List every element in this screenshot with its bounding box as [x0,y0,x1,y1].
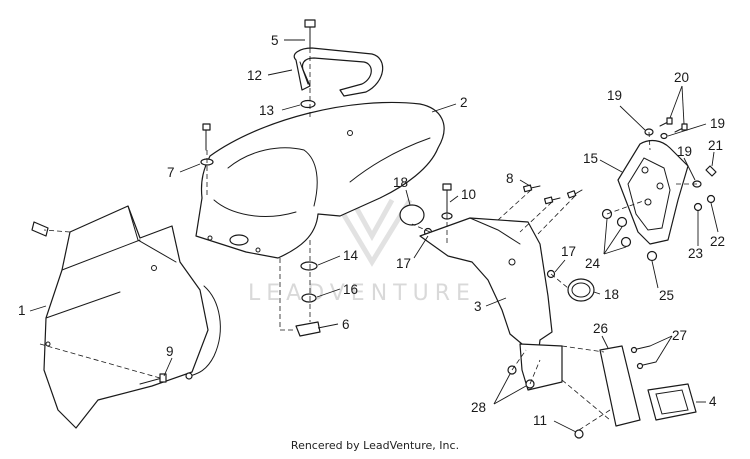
callout-25: 25 [659,288,674,303]
part-12-grab-handle [293,47,384,97]
part-6-clip [295,321,321,337]
part-4-reflector [647,383,697,421]
callout-8: 8 [506,171,514,186]
part-3-license-bracket [419,217,563,391]
part-15-light-housing [617,139,689,245]
part-19-washer-mid [660,132,668,140]
callout-24: 24 [585,256,601,271]
callout-28: 28 [471,400,486,415]
callout-12: 12 [247,68,262,83]
callout-6: 6 [342,317,350,332]
part-22-screw [706,194,716,204]
callout-21: 21 [708,138,723,153]
part-20-screws [659,117,688,133]
part-27-screws [630,345,657,370]
callout-2: 2 [460,95,468,110]
callout-18-left: 18 [393,175,408,190]
callout-13: 13 [259,103,274,118]
callout-9: 9 [166,344,174,359]
callout-4: 4 [709,394,717,409]
callout-16: 16 [343,282,358,297]
wire-connector [185,372,193,380]
part-13-washer [300,99,316,109]
callout-labels: 5 12 2 13 7 8 10 18 17 14 16 6 9 1 3 17 … [18,33,725,428]
callout-18-right: 18 [604,287,619,302]
part-18-grommet-right [567,278,595,302]
part-23-nut [693,202,703,212]
part-2-rear-fender [195,101,445,259]
callout-3: 3 [474,299,482,314]
callout-7: 7 [167,165,175,180]
part-1-inner-fender [43,205,209,429]
part-14-washer [300,261,318,271]
callout-27: 27 [672,328,687,343]
callout-22: 22 [710,234,725,249]
part-5-bolt [304,19,316,49]
callout-10: 10 [461,187,476,202]
alignment-lines [39,48,697,431]
part-8-bolts [522,184,583,205]
part-25-rubber-nut [646,250,658,262]
fender-fastener [31,221,49,237]
callout-17-left: 17 [396,256,411,271]
light-wire-harness [189,285,221,377]
callout-5: 5 [271,33,279,48]
callout-23: 23 [688,246,703,261]
exploded-parts-diagram: LEADVENTURE [18,19,725,439]
part-11-nut [574,429,584,439]
part-24-rubber-nuts [601,208,632,248]
footer-credit: Rencered by LeadVenture, Inc. [290,439,460,452]
callout-leader-lines [29,39,719,433]
callout-1: 1 [18,303,26,318]
watermark-brand-text: LEADVENTURE [248,281,476,306]
part-21-screw [705,165,717,177]
callout-20: 20 [674,70,689,85]
callout-19-mid: 19 [710,116,725,131]
part-18-grommet [399,204,425,226]
callout-11: 11 [533,413,547,428]
callout-26: 26 [593,321,608,336]
callout-17-right: 17 [561,244,576,259]
callout-19-right: 19 [677,144,692,159]
callout-19-top: 19 [607,88,622,103]
callout-15: 15 [583,151,598,166]
callout-14: 14 [343,248,359,263]
part-26-license-plate [599,345,641,427]
part-16-nut [301,293,317,303]
